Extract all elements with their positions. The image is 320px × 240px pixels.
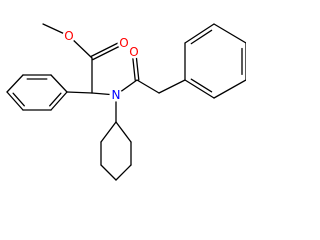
bond-phenyl-left-inner-3 bbox=[49, 92, 62, 107]
bond-lines bbox=[6, 23, 246, 181]
bond-ester-carbonyl-1 bbox=[92, 43, 124, 61]
atom-amide-n-label: N bbox=[112, 88, 121, 102]
bond-phenyl-right-inner-3 bbox=[190, 29, 213, 45]
atom-carbonyl-o-amide-label: O bbox=[129, 45, 138, 59]
bond-cyclohexyl-5 bbox=[100, 121, 117, 143]
atom-methyl-o-label: O bbox=[64, 29, 73, 43]
bond-phenyl-right-4 bbox=[184, 23, 215, 44]
bond-phenyl-left-5 bbox=[50, 91, 68, 111]
atom-carbonyl-o-ester-label: O bbox=[119, 36, 128, 50]
bond-alpha-phenyl bbox=[66, 91, 93, 94]
bond-phenyl-left-0 bbox=[50, 74, 68, 93]
bond-ester-carbonyl-2 bbox=[90, 40, 122, 58]
atom-carbonyl-o-ester-background bbox=[117, 36, 131, 50]
bond-phenyl-left-3 bbox=[6, 91, 24, 111]
bond-phenyl-right-3 bbox=[213, 23, 246, 44]
bond-carbonyl-ch2 bbox=[136, 79, 160, 94]
bond-cyclohexyl-3 bbox=[100, 164, 117, 181]
bond-phenyl-left-inner-2 bbox=[12, 92, 25, 107]
atom-methyl-o-background bbox=[62, 29, 76, 43]
atom-carbonyl-o-amide-background bbox=[127, 45, 141, 59]
atom-amide-n-background bbox=[109, 88, 123, 102]
bond-phenyl-right-1 bbox=[213, 79, 246, 99]
bond-phenyl-right-0 bbox=[184, 79, 215, 99]
bond-ch2-phenyl bbox=[158, 79, 186, 94]
bond-cyclohexyl-0 bbox=[115, 121, 132, 143]
bond-cyclohexyl-2 bbox=[115, 164, 132, 181]
bond-phenyl-left-2 bbox=[6, 74, 24, 93]
bond-phenyl-right-inner-1 bbox=[190, 78, 213, 93]
